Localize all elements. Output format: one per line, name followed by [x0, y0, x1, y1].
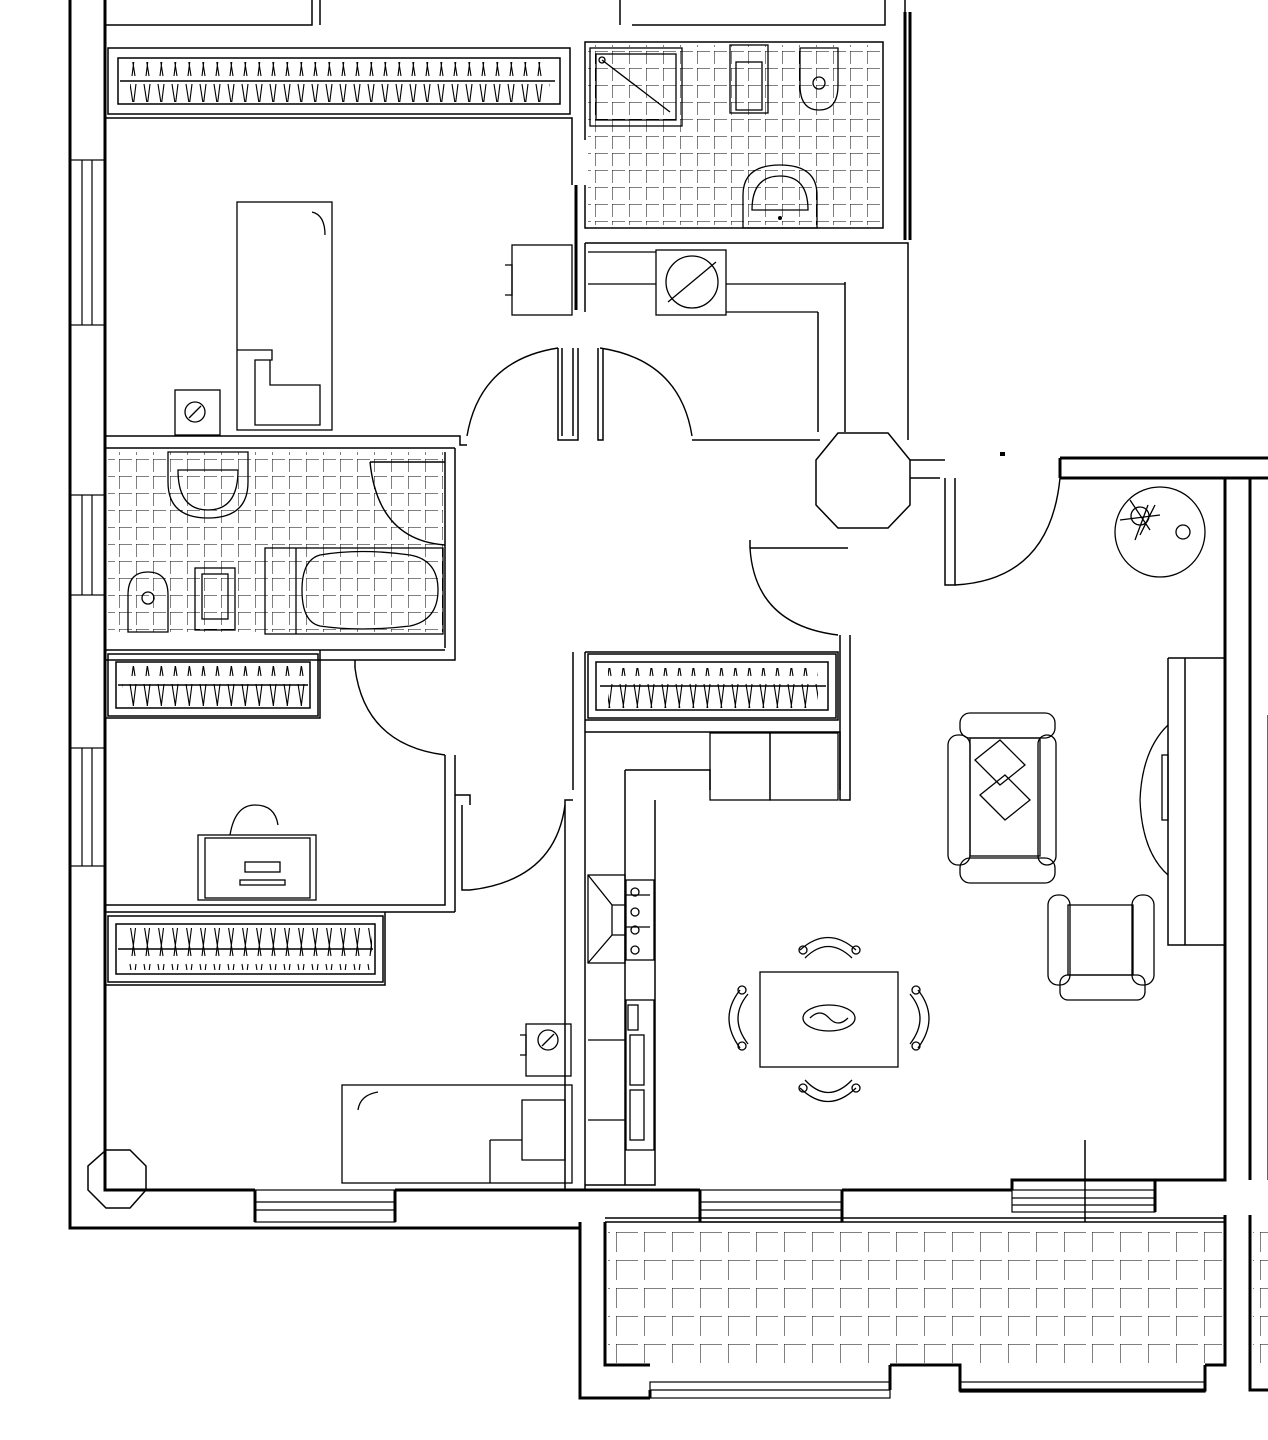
wardrobe-hall	[587, 653, 837, 719]
desk	[197, 804, 317, 901]
wardrobe-bedroom-1	[107, 47, 571, 115]
stove	[625, 879, 655, 961]
terrace-edges	[605, 1140, 1225, 1223]
windows	[69, 159, 1268, 1399]
wardrobe-bedroom-2	[107, 915, 384, 983]
sofa	[947, 712, 1057, 884]
washbasin	[742, 164, 818, 229]
armchair	[1047, 894, 1155, 1001]
nightstand-lamp	[174, 389, 221, 436]
toilet	[799, 47, 839, 111]
terrace-tiles-east	[1253, 1225, 1268, 1363]
plant	[1114, 486, 1206, 578]
shower	[589, 47, 683, 127]
bathtub	[264, 547, 444, 635]
washing-machine	[505, 244, 845, 316]
toilet	[127, 571, 169, 633]
dining-table	[728, 937, 930, 1102]
post	[1000, 452, 1005, 456]
bed	[341, 1084, 573, 1184]
terrace-tiles	[608, 1225, 1222, 1363]
kitchen-counter	[587, 732, 839, 1121]
sink	[625, 999, 655, 1151]
nightstand-lamp	[520, 1023, 572, 1077]
wardrobe-study	[107, 653, 319, 717]
bidet	[194, 567, 236, 631]
bathroom-1-tiles	[588, 45, 880, 225]
bathroom-2-door	[369, 461, 446, 546]
tv-cabinet	[1139, 724, 1169, 876]
bed	[236, 201, 333, 431]
interior-walls	[104, 0, 1225, 1190]
bathroom-2-tiles	[108, 452, 443, 632]
bidet	[729, 44, 769, 114]
column	[815, 432, 911, 529]
column	[87, 1149, 147, 1209]
washbasin	[167, 451, 249, 519]
hall-doors	[354, 347, 1061, 891]
